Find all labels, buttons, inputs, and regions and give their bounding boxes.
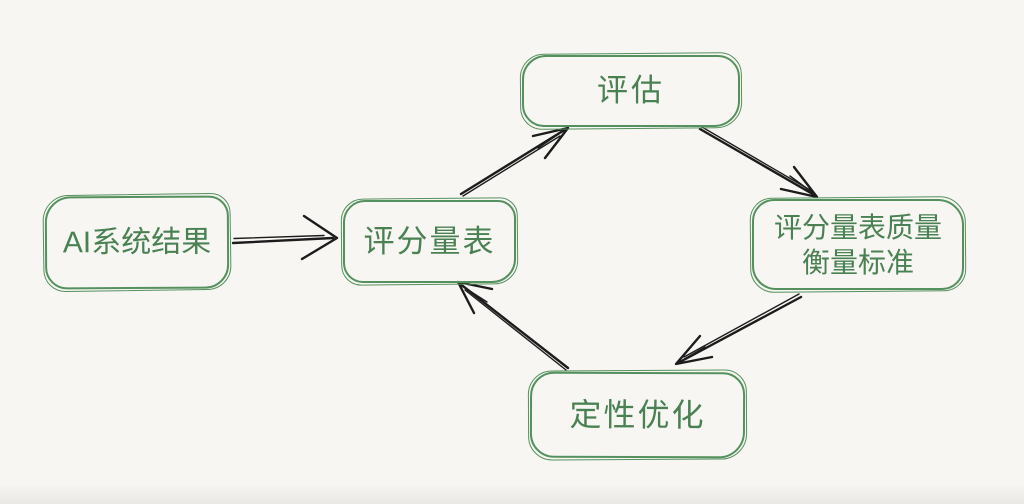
node-label: 评分量表 xyxy=(363,223,496,259)
node-evaluation: 评估 xyxy=(522,55,740,127)
node-label-line-2: 衡量标准 xyxy=(801,246,914,278)
arrow-ai-to-rubric xyxy=(231,214,339,261)
node-label-line-1: 评分量表质量 xyxy=(773,211,942,243)
node-label: 定性优化 xyxy=(569,396,706,434)
node-rubric-quality-criteria: 评分量表质量 衡量标准 xyxy=(752,199,964,290)
node-qualitative-optimization: 定性优化 xyxy=(529,371,746,459)
arrow-evaluation-to-criteria xyxy=(698,126,819,199)
node-scoring-rubric: 评分量表 xyxy=(343,200,516,283)
arrow-rubric-to-evaluation xyxy=(459,126,570,197)
arrow-criteria-to-optimization xyxy=(674,293,803,366)
node-label: 评估 xyxy=(597,73,665,109)
arrow-optimization-to-rubric xyxy=(456,280,570,371)
node-label: AI系统结果 xyxy=(62,225,212,259)
node-ai-system-results: AI系统结果 xyxy=(44,195,230,290)
